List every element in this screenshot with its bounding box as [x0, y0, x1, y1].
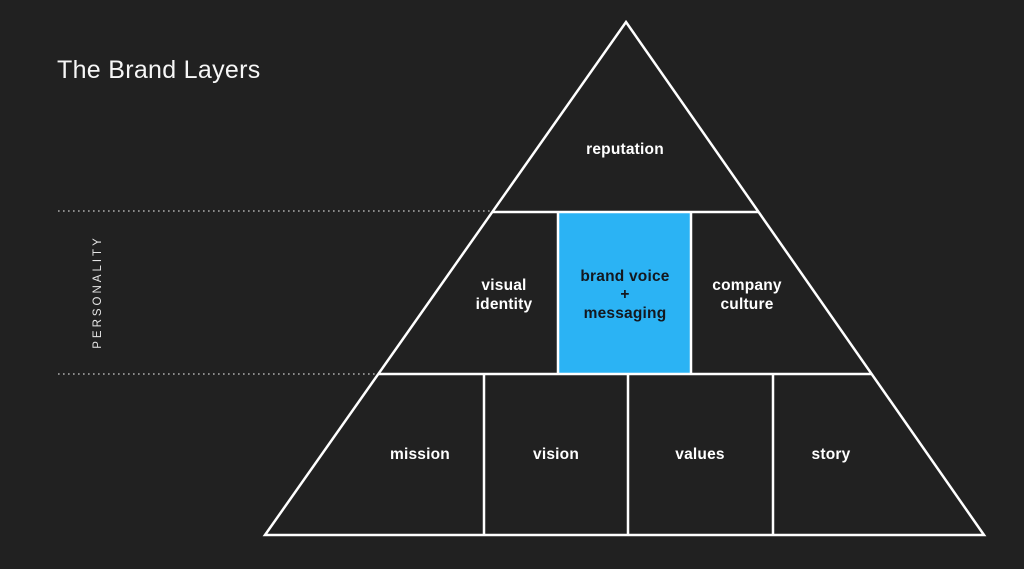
top-layer-label: reputation [586, 141, 664, 158]
brand-voice-label-line3: messaging [584, 305, 667, 322]
visual-identity-label-line2: identity [476, 296, 533, 313]
visual-identity-label-line1: visual [481, 277, 526, 294]
company-culture-label-line1: company [712, 277, 782, 294]
bottom-layer-label-mission: mission [390, 446, 450, 463]
brand-voice-highlight-box [558, 212, 691, 374]
bottom-layer-label-story: story [812, 446, 851, 463]
brand-voice-label-line2: + [620, 286, 629, 303]
pyramid-outline [262, 19, 987, 537]
page-title: The Brand Layers [57, 56, 261, 84]
brand-voice-label-line1: brand voice [580, 268, 669, 285]
bottom-layer-label-values: values [675, 446, 724, 463]
bottom-layer-label-vision: vision [533, 446, 579, 463]
company-culture-label-line2: culture [720, 296, 773, 313]
